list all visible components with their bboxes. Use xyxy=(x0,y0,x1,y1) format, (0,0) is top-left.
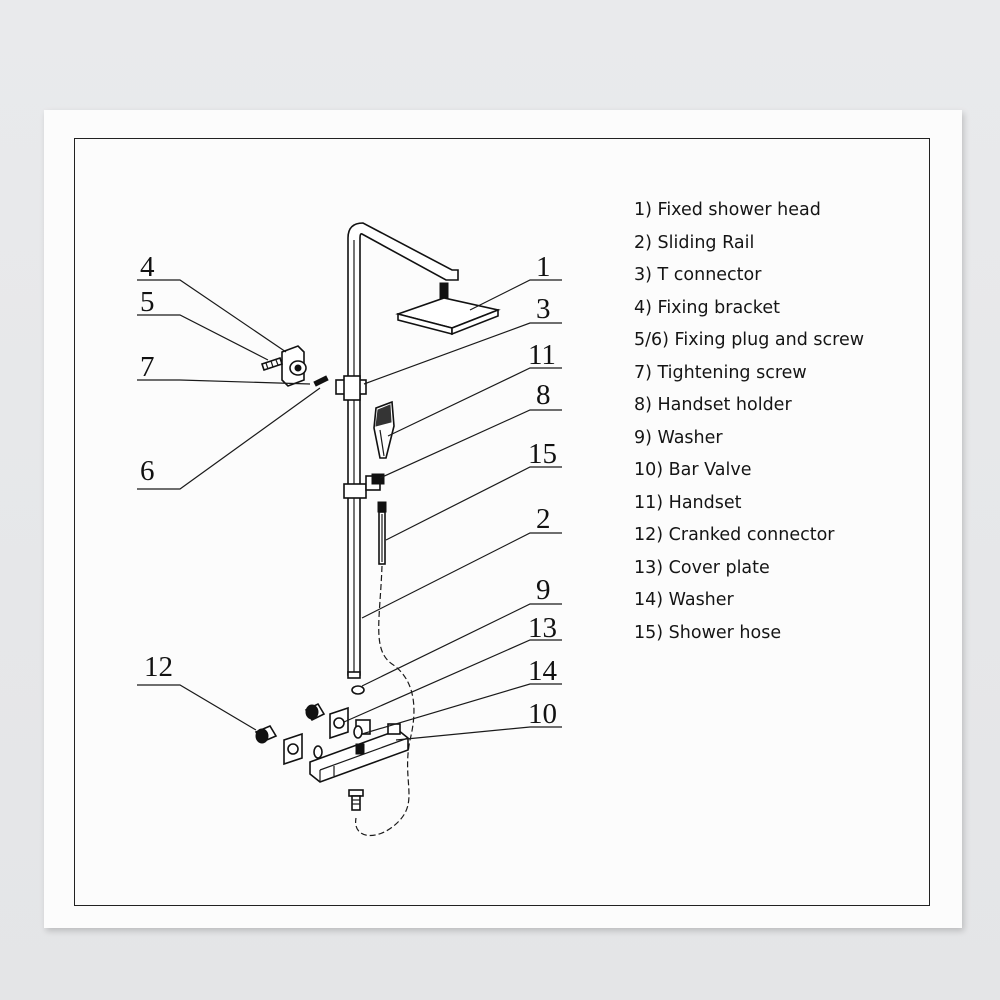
bottom-screw xyxy=(348,789,364,811)
diagram-sheet xyxy=(44,110,962,928)
washer-14b xyxy=(353,725,363,739)
fixing-bracket xyxy=(281,345,307,387)
legend-item: 4) Fixing bracket xyxy=(634,297,780,318)
legend-item: 7) Tightening screw xyxy=(634,362,807,383)
callout-11: 11 xyxy=(528,339,556,371)
legend-item: 11) Handset xyxy=(634,492,742,513)
fixed-shower-head xyxy=(395,282,501,336)
legend-item: 10) Bar Valve xyxy=(634,460,752,480)
legend-item: 14) Washer xyxy=(634,590,734,610)
callout-9: 9 xyxy=(536,574,551,606)
legend-item: 12) Cranked connector xyxy=(634,525,835,545)
cover-plate xyxy=(283,706,349,766)
callout-3: 3 xyxy=(536,293,551,325)
callout-13: 13 xyxy=(528,612,557,644)
callout-12: 12 xyxy=(144,651,173,683)
cranked-connector xyxy=(254,702,326,744)
callout-7: 7 xyxy=(140,351,155,383)
callout-15: 15 xyxy=(528,438,557,470)
handset-holder xyxy=(343,473,385,499)
legend-item: 5/6) Fixing plug and screw xyxy=(634,330,865,350)
callout-1: 1 xyxy=(536,251,551,283)
legend-item: 3) T connector xyxy=(634,265,762,285)
callout-5: 5 xyxy=(140,286,155,318)
leader-lines xyxy=(137,279,562,741)
legend-item: 8) Handset holder xyxy=(634,395,792,415)
sliding-rail xyxy=(347,222,459,679)
tightening-screw xyxy=(313,375,329,387)
washer-14 xyxy=(313,745,323,759)
shower-hose xyxy=(355,501,415,837)
handset xyxy=(373,400,395,459)
callout-6: 6 xyxy=(140,455,155,487)
legend-item: 2) Sliding Rail xyxy=(634,232,755,253)
callout-4: 4 xyxy=(140,251,155,283)
callout-14: 14 xyxy=(528,655,558,687)
legend-item: 13) Cover plate xyxy=(634,557,770,578)
callout-numbers: 4 5 7 6 12 1 3 11 8 15 2 9 13 14 10 xyxy=(140,251,558,730)
legend-item: 15) Shower hose xyxy=(634,622,782,643)
callout-2: 2 xyxy=(536,503,551,535)
legend-item: 1) Fixed shower head xyxy=(634,200,821,220)
t-connector xyxy=(335,375,367,401)
fixing-plug xyxy=(260,356,284,372)
parts-legend: 1) Fixed shower head 2) Sliding Rail 3) … xyxy=(634,198,934,653)
diagram-frame xyxy=(74,138,930,906)
legend-item: 9) Washer xyxy=(634,427,723,448)
callout-10: 10 xyxy=(528,698,557,730)
callout-8: 8 xyxy=(536,379,551,411)
washer-9 xyxy=(351,685,365,695)
